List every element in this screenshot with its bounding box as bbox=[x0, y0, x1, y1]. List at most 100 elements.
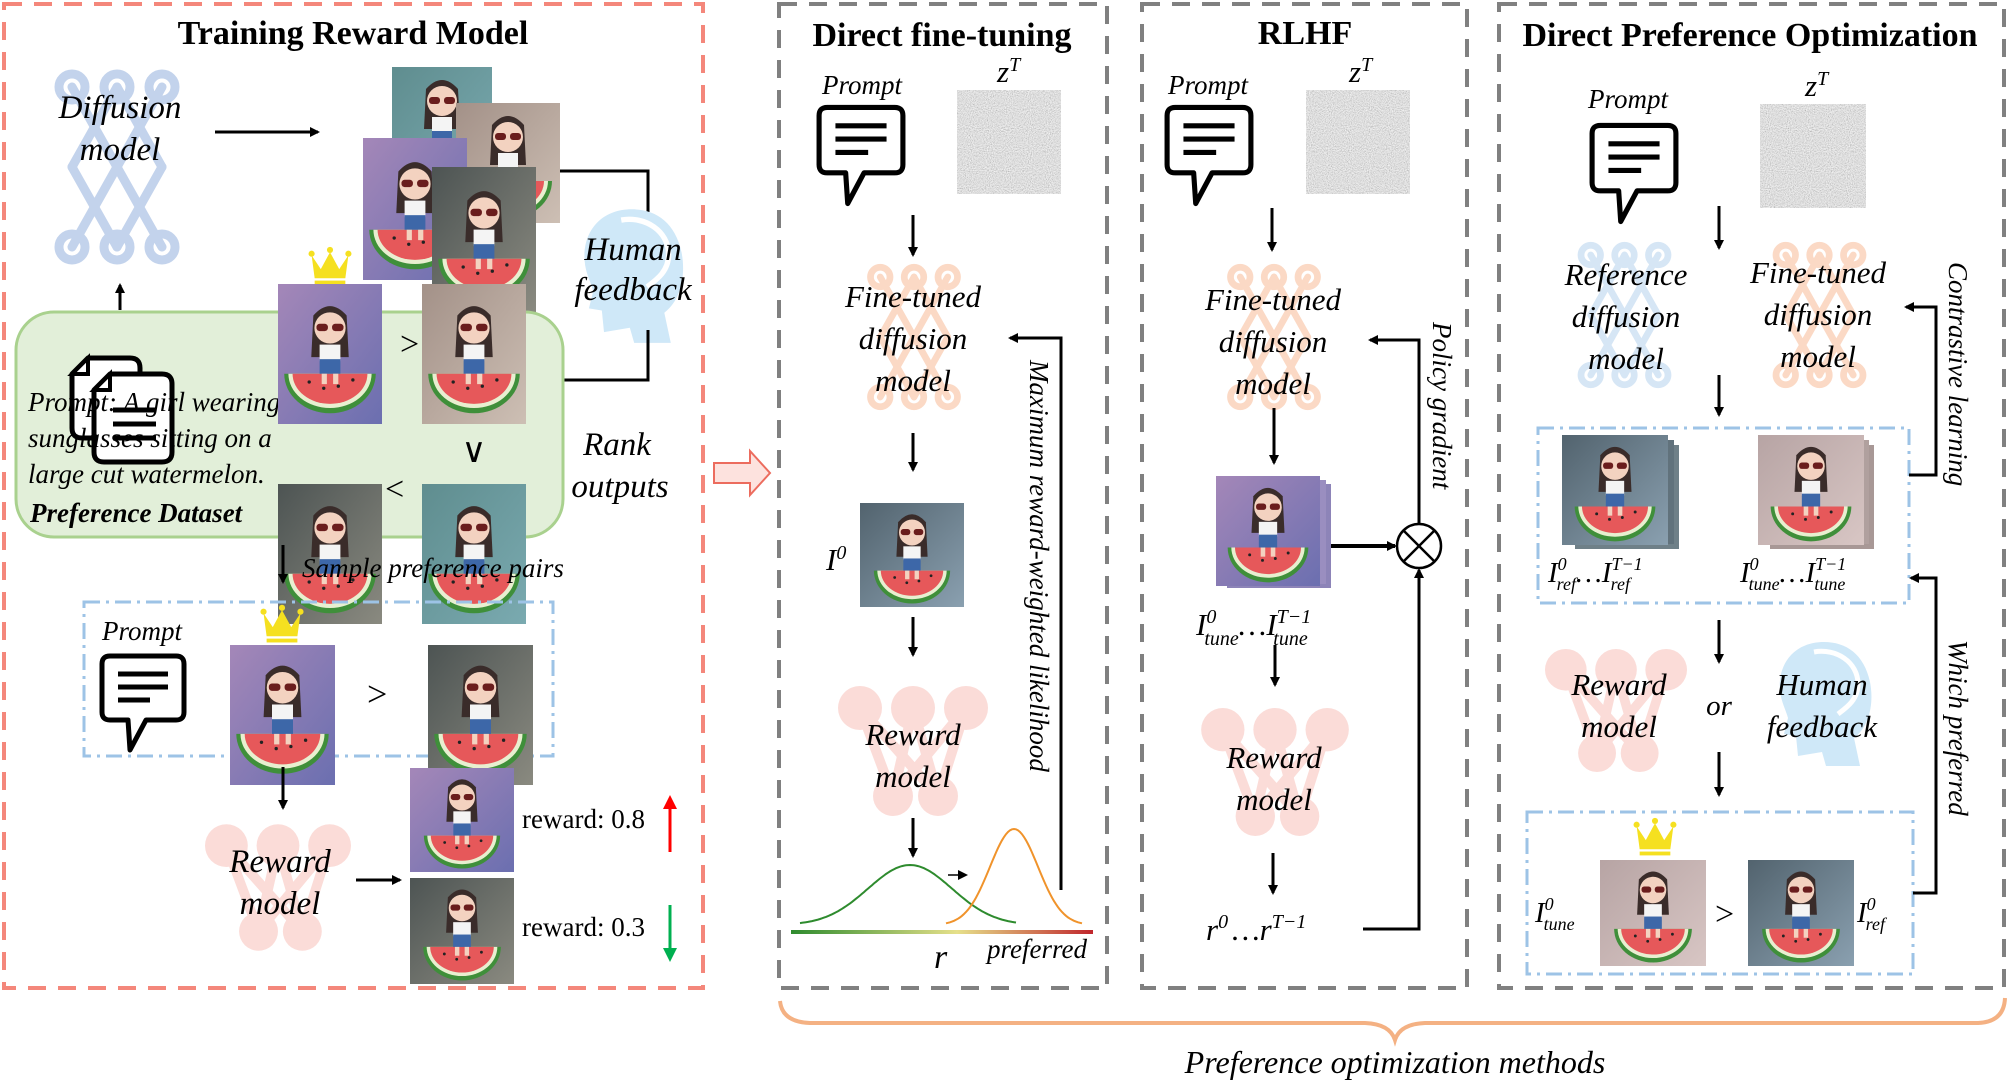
rlhf-reward-line1: Reward bbox=[1225, 740, 1322, 775]
crown-icon bbox=[308, 246, 352, 285]
rlhf-image-stack bbox=[1216, 476, 1331, 588]
comparison-vee: ∨ bbox=[462, 433, 487, 470]
reward-axis bbox=[791, 930, 1093, 934]
dft-prompt-label: Prompt bbox=[821, 70, 903, 100]
dpo-tuned-line2: diffusion bbox=[1764, 297, 1873, 332]
contrastive-learning-label: Contrastive learning bbox=[1943, 262, 1973, 486]
dpo-noise-label: zT bbox=[1804, 68, 1830, 103]
human-feedback-label-line1: Human bbox=[583, 232, 681, 268]
preferred-distribution-curve bbox=[945, 827, 1083, 925]
dpo-reward-line2: model bbox=[1581, 709, 1657, 744]
dpo-panel: Direct Preference Optimization Prompt zT… bbox=[1497, 2, 2006, 990]
rlhf-model-line2: diffusion bbox=[1219, 324, 1328, 359]
arrow-human-to-dataset bbox=[546, 330, 650, 385]
rlhf-border bbox=[1140, 2, 1469, 990]
training-panel-title: Training Reward Model bbox=[178, 15, 529, 52]
dpo-human-line1: Human bbox=[1775, 667, 1867, 702]
which-preferred-loop-arrow bbox=[1909, 573, 1938, 895]
dft-image-label: I0 bbox=[825, 542, 846, 577]
rlhf-model-line1: Fine-tuned bbox=[1204, 282, 1342, 317]
dpo-noise-image bbox=[1760, 104, 1866, 208]
max-reward-likelihood-label: Maximum reward-weighted likelihood bbox=[1024, 359, 1054, 772]
generated-images-stack bbox=[363, 67, 560, 312]
dft-reward-line2: model bbox=[875, 759, 951, 794]
pair-prompt-label: Prompt bbox=[101, 616, 183, 646]
reward-distribution-plot: r preferred bbox=[791, 827, 1093, 976]
dpo-prompt-label: Prompt bbox=[1587, 84, 1669, 114]
feedback-loop-arrow-dft bbox=[1008, 333, 1063, 890]
preference-dataset-box: Prompt: A girl wearing sunglasses sittin… bbox=[14, 246, 565, 624]
dpo-human-line2: feedback bbox=[1767, 709, 1878, 744]
dpo-ref-line2: diffusion bbox=[1572, 299, 1681, 334]
arrow-rewards-to-multiply bbox=[1363, 568, 1424, 931]
direct-finetuning-title: Direct fine-tuning bbox=[812, 17, 1071, 54]
dft-model-line2: diffusion bbox=[859, 321, 968, 356]
rlhf-noise-label: zT bbox=[1348, 54, 1374, 89]
dft-noise-image bbox=[957, 90, 1061, 194]
dataset-prompt-line1: Prompt: A girl wearing bbox=[27, 387, 280, 417]
dataset-prompt-line3: large cut watermelon. bbox=[28, 459, 265, 489]
dft-reward-line1: Reward bbox=[864, 717, 961, 752]
rlhf-title: RLHF bbox=[1258, 15, 1352, 52]
direct-finetuning-border bbox=[777, 2, 1109, 990]
rlhf-prompt-label: Prompt bbox=[1167, 70, 1249, 100]
policy-gradient-label: Policy gradient bbox=[1427, 321, 1457, 491]
reward-score-high: reward: 0.8 bbox=[522, 804, 645, 834]
rlhf-rewards-label: r0…rT−1 bbox=[1206, 911, 1306, 947]
rank-outputs-label-line1: Rank bbox=[582, 427, 652, 463]
rlhf-reward-line2: model bbox=[1236, 782, 1312, 817]
methods-caption: Preference optimization methods bbox=[1184, 1044, 1606, 1080]
crown-icon bbox=[1633, 817, 1677, 856]
dpo-ref-line3: model bbox=[1588, 341, 1664, 376]
rlhf-panel: RLHF Prompt zT Fine-tuned diffusion mode… bbox=[1140, 2, 1469, 990]
dpo-border bbox=[1497, 2, 2006, 990]
diffusion-model-node: Diffusion model bbox=[58, 74, 181, 260]
pair-gt: > bbox=[367, 674, 387, 714]
dpo-tuned-line1: Fine-tuned bbox=[1749, 255, 1887, 290]
human-head-icon bbox=[1780, 642, 1872, 766]
preferred-label: preferred bbox=[985, 934, 1087, 964]
dataset-label: Preference Dataset bbox=[29, 498, 244, 528]
dft-noise-label: zT bbox=[996, 54, 1022, 89]
dataset-prompt-line2: sunglasses sitting on a bbox=[28, 423, 272, 453]
comparison-gt: > bbox=[400, 326, 419, 363]
dpo-title: Direct Preference Optimization bbox=[1522, 17, 1977, 54]
training-reward-model-panel: Training Reward Model Diffusion model Hu… bbox=[2, 2, 705, 990]
prompt-bubble-icon bbox=[102, 656, 184, 750]
rank-outputs-label-line2: outputs bbox=[571, 469, 668, 505]
human-feedback-label-line2: feedback bbox=[574, 272, 693, 308]
rlhf-noise-image bbox=[1306, 90, 1410, 194]
dpo-tuned-line3: model bbox=[1780, 339, 1856, 374]
direct-finetuning-panel: Direct fine-tuning Prompt zT Fine-tuned … bbox=[777, 2, 1109, 990]
which-preferred-label: Which preferred bbox=[1943, 640, 1973, 816]
documents-icon bbox=[67, 353, 175, 465]
reward-score-low: reward: 0.3 bbox=[522, 912, 645, 942]
reward-axis-label: r bbox=[934, 939, 948, 976]
transfer-arrow-icon bbox=[713, 448, 772, 498]
feedback-loop-arrow-rlhf bbox=[1368, 335, 1421, 524]
methods-brace bbox=[778, 997, 2007, 1047]
dft-model-line1: Fine-tuned bbox=[844, 279, 982, 314]
preference-pair-box: Prompt > bbox=[82, 600, 555, 785]
contrastive-loop-arrow bbox=[1904, 302, 1938, 477]
comparison-lt: < bbox=[385, 471, 404, 508]
dpo-or-label: or bbox=[1706, 690, 1733, 722]
diffusion-model-label-line2: model bbox=[80, 132, 161, 168]
rlhf-model-line3: model bbox=[1235, 366, 1311, 401]
dft-model-line3: model bbox=[875, 363, 951, 398]
prompt-bubble-icon bbox=[1592, 125, 1676, 221]
dpo-pair-gt: > bbox=[1715, 896, 1734, 933]
baseline-distribution-curve bbox=[799, 863, 1017, 925]
prompt-bubble-icon bbox=[1167, 107, 1251, 203]
sample-pairs-label: Sample preference pairs bbox=[302, 553, 564, 583]
reward-model-label-line2: model bbox=[240, 886, 321, 922]
prompt-bubble-icon bbox=[819, 107, 903, 203]
dpo-ref-line1: Reference bbox=[1564, 257, 1688, 292]
